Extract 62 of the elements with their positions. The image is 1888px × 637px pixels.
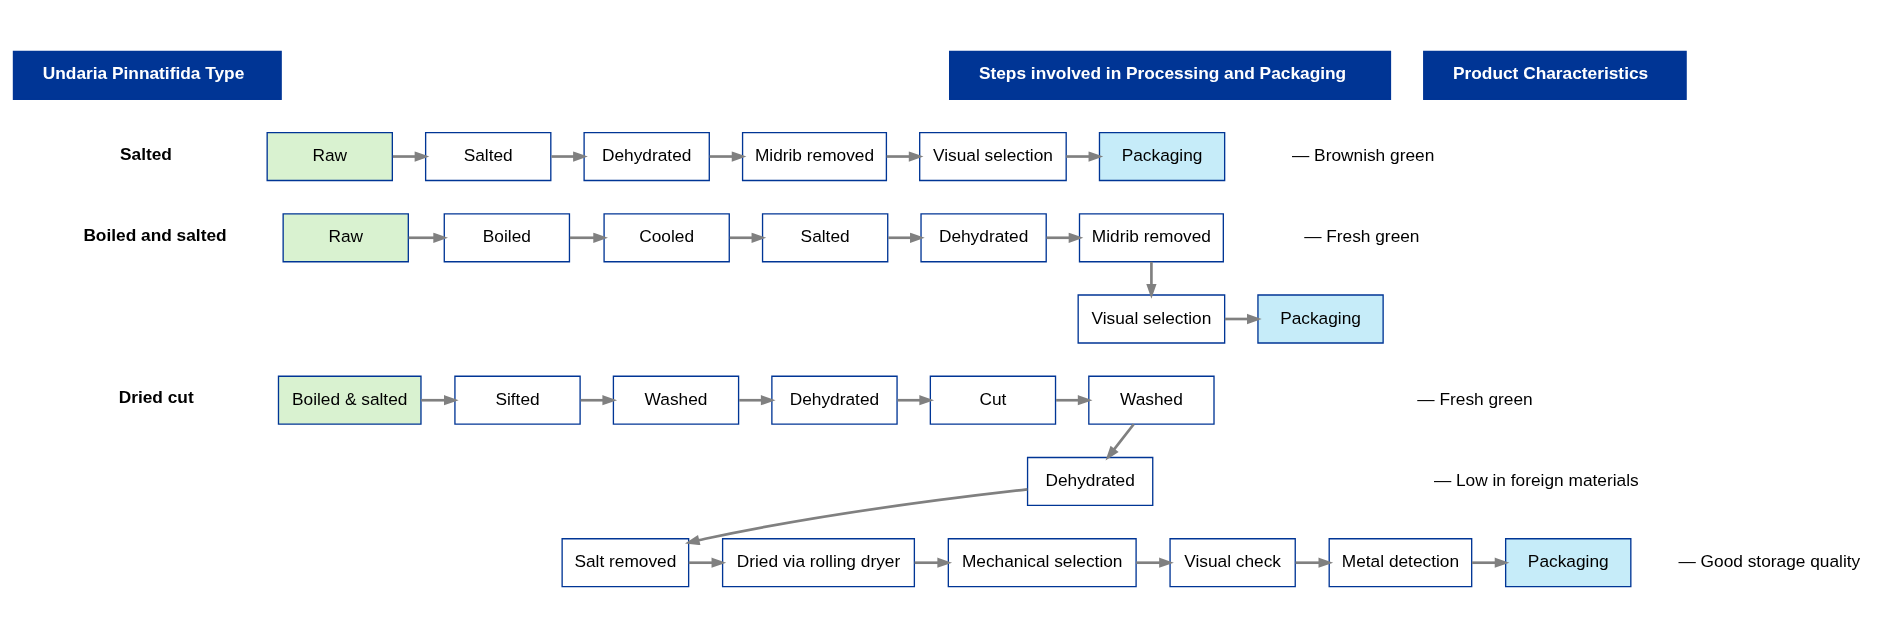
arrow [1295,557,1334,568]
arrow [551,150,588,162]
node-box: Dehydrated [920,212,1047,262]
label: — Fresh green [1417,388,1533,409]
label: Dried cut [118,386,194,407]
label: — Fresh green [1304,225,1420,246]
node-box: Washed [1088,375,1215,425]
arrow [408,232,448,243]
node-box: Visual check [1169,537,1296,587]
node-box: Visual selection [919,131,1067,181]
node-box: Dehydrated [771,375,898,425]
arrow [1105,423,1135,460]
node-box: Salted [761,212,889,262]
node-box: Raw [266,131,393,181]
node-box: Midrib removed [1078,212,1224,262]
arrow [886,150,924,162]
node-box: Mechanical selection [947,537,1137,587]
node-box: Packaging [1505,537,1632,587]
node-box: Dehydrated [1026,456,1154,506]
arrow [729,232,767,243]
arrow [739,394,776,405]
node-box: Dehydrated [583,131,710,181]
arrow [1046,232,1084,243]
arrow [392,150,430,162]
arrow [1136,557,1174,568]
arrow [888,232,925,243]
node-box: Washed [612,375,740,425]
arrow [709,150,747,162]
arrow [684,487,1028,545]
node-box: Dried via rolling dryer [721,537,916,587]
label: — Low in foreign materials [1433,469,1639,490]
label: Salted [120,143,172,164]
node-box: Packaging [1098,131,1226,181]
node-box: Boiled [443,212,571,262]
node-box: Cooled [603,212,730,262]
arrow [688,557,727,568]
node-box: Steps involved in Processing and Packaging [949,50,1392,100]
arrow [1066,150,1104,162]
node-box: Undaria Pinnatifida Type [12,50,282,100]
label: — Good storage quality [1678,550,1861,571]
node-box: Salt removed [561,537,690,587]
arrow [1056,394,1093,405]
arrow [1471,557,1510,568]
arrow [1146,261,1157,299]
arrow [569,232,608,243]
node-box: Product Characteristics [1423,50,1687,100]
arrow [914,557,953,568]
node-box: Packaging [1257,293,1384,344]
node-box: Midrib removed [741,131,888,181]
node-box: Sifted [454,375,581,425]
node-box: Salted [424,131,552,181]
node-box: Boiled & salted [277,375,422,425]
arrow [421,394,459,405]
node-box: Raw [282,212,409,262]
node-box: Metal detection [1328,537,1473,587]
arrow [897,394,935,405]
label: — Brownish green [1292,144,1435,165]
arrow [580,394,618,405]
node-box: Cut [929,375,1057,425]
label: Boiled and salted [83,224,227,245]
arrow [1224,313,1262,324]
node-box: Visual selection [1077,293,1226,344]
